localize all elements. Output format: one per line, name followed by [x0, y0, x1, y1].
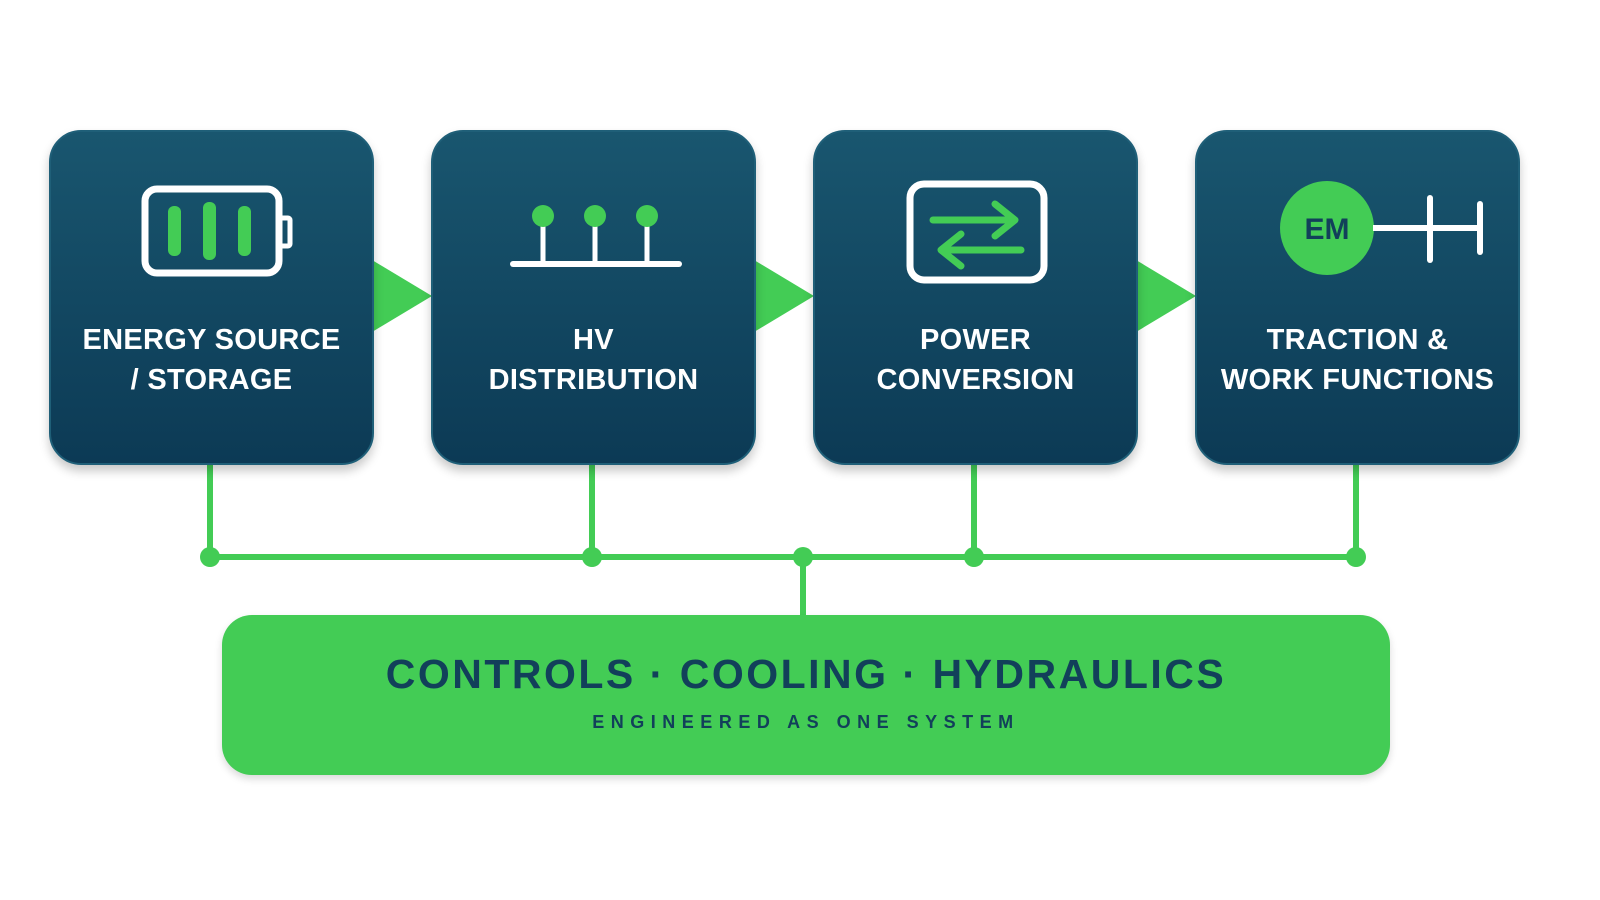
stage-label-line-2: / STORAGE — [130, 364, 293, 396]
stage-label-line-1: POWER — [919, 324, 1032, 356]
stage-energy-storage: ENERGY SOURCE / STORAGE — [49, 130, 374, 465]
electric-motor-shaft-icon: EM — [1280, 181, 1483, 275]
stage-label-line-1: ENERGY SOURCE — [82, 324, 341, 356]
junction-dot-2 — [582, 547, 602, 567]
hv-distribution-bus-icon — [510, 205, 682, 267]
flow-arrow-3 — [1136, 260, 1196, 332]
motor-label: EM — [1305, 213, 1350, 246]
flow-arrow-1 — [372, 260, 432, 332]
stage-label-line-1: HV — [573, 324, 614, 356]
stage-label-line-2: WORK FUNCTIONS — [1220, 364, 1495, 396]
stage-power-conversion: POWER CONVERSION — [813, 130, 1138, 465]
stage-label: ENERGY SOURCE / STORAGE — [51, 320, 372, 400]
stage-label: TRACTION & WORK FUNCTIONS — [1197, 320, 1518, 400]
stage-label-line-2: CONVERSION — [876, 364, 1075, 396]
junction-dot-4 — [1346, 547, 1366, 567]
stage-hv-distribution: HV DISTRIBUTION — [431, 130, 756, 465]
junction-dot-3 — [964, 547, 984, 567]
panel-title: CONTROLS · COOLING · HYDRAULICS — [385, 651, 1227, 697]
stage-label: HV DISTRIBUTION — [433, 320, 754, 400]
stage-traction-work: EM TRACTION & WORK FUNCTIONS — [1195, 130, 1520, 465]
stage-label-line-2: DISTRIBUTION — [488, 364, 699, 396]
stage-label-line-1: TRACTION & — [1266, 324, 1449, 356]
panel-subtitle: ENGINEERED AS ONE SYSTEM — [592, 712, 1020, 732]
junction-dot-center — [793, 547, 813, 567]
flow-arrow-2 — [754, 260, 814, 332]
integration-panel: CONTROLS · COOLING · HYDRAULICS ENGINEER… — [222, 615, 1390, 775]
stage-label: POWER CONVERSION — [815, 320, 1136, 400]
power-conversion-arrows-icon — [906, 180, 1048, 284]
battery-icon — [141, 185, 293, 277]
junction-dot-1 — [200, 547, 220, 567]
